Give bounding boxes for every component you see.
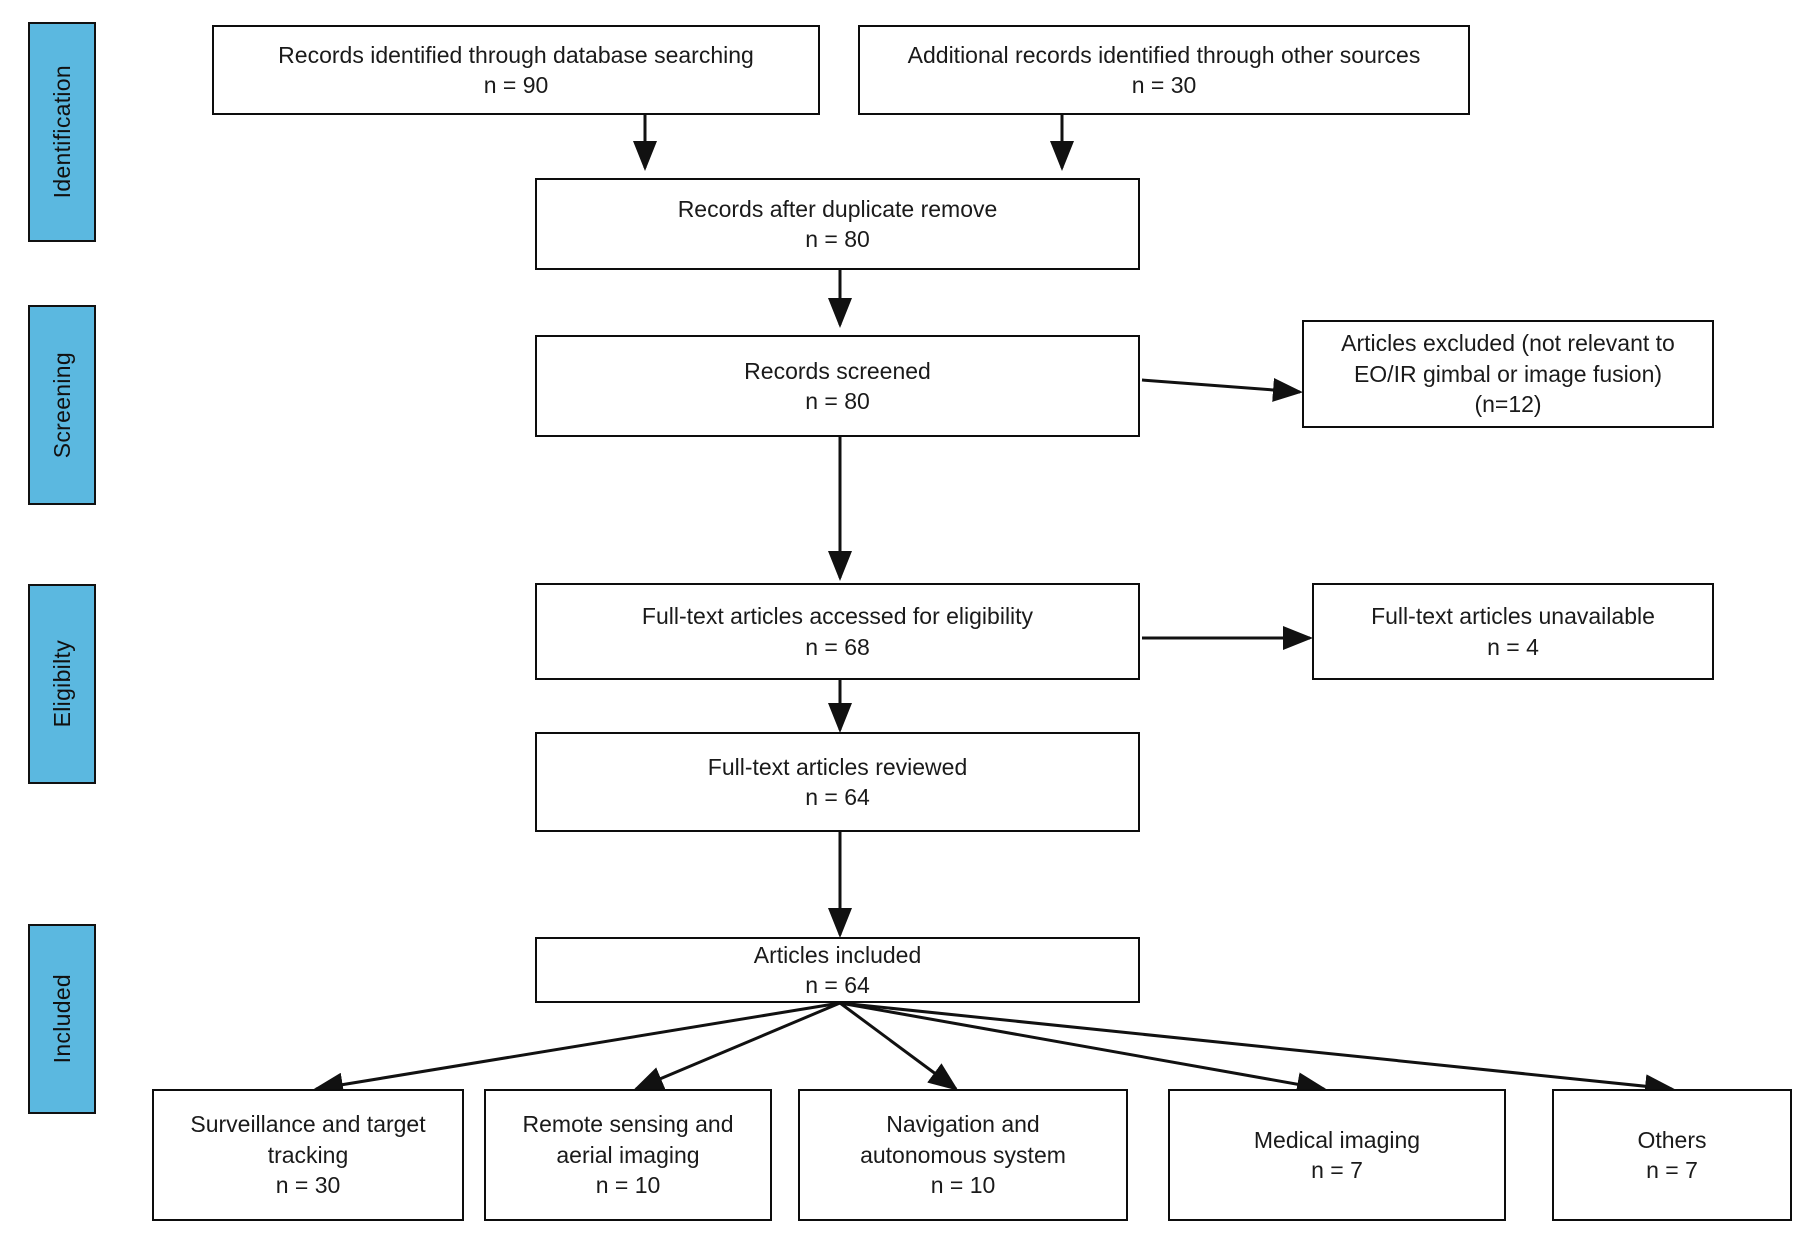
category-count: n = 10 [930,1172,996,1199]
phase-screening: Screening [28,305,96,505]
phase-identification-label: Identification [48,65,75,199]
node-line: Additional records identified through ot… [907,41,1421,68]
node-count: n = 64 [805,784,870,810]
arrow-included-to-surveillance [313,1001,841,1097]
category-line: aerial imaging [556,1141,700,1168]
category-line: Remote sensing and [522,1111,734,1138]
category-line: Others [1637,1126,1707,1153]
phase-eligibility-label: Eligibilty [48,640,75,728]
node-fulltext-accessed-eligibility: Full-text articles accessed for eligibil… [535,583,1140,680]
category-box-medical-imaging: Medical imaging n = 7 [1168,1089,1506,1221]
category-line: tracking [267,1141,349,1168]
arrow-included-to-others [839,1001,1675,1099]
node-line: Full-text articles accessed for eligibil… [641,603,1034,630]
arrow-included-to-remote-sensing [633,1001,841,1091]
node-line: Articles excluded (not relevant to [1341,330,1675,357]
phase-included-label: Included [48,974,75,1064]
node-count: n = 90 [483,72,549,98]
category-box-surveillance: Surveillance and target tracking n = 30 [152,1089,464,1221]
node-records-database-searching: Records identified through database sear… [212,25,820,115]
node-count: n = 68 [805,633,870,660]
node-count: n = 80 [805,226,870,252]
category-box-navigation: Navigation and autonomous system n = 10 [798,1089,1128,1221]
node-fulltext-reviewed: Full-text articles reviewed n = 64 [535,732,1140,832]
category-box-others: Others n = 7 [1552,1089,1792,1221]
node-line: Articles included [753,941,922,968]
category-count: n = 7 [1311,1157,1363,1183]
category-line: autonomous system [860,1141,1066,1168]
category-count: n = 30 [275,1172,341,1199]
arrow-included-to-navigation [839,1001,959,1091]
node-count: n = 64 [805,972,870,998]
node-line: Full-text articles unavailable [1371,603,1655,630]
node-count: (n=12) [1474,391,1542,418]
node-line: Full-text articles reviewed [707,753,968,780]
phase-identification: Identification [28,22,96,242]
node-additional-records-other-sources: Additional records identified through ot… [858,25,1470,115]
category-count: n = 7 [1646,1157,1698,1183]
category-line: Navigation and [886,1111,1040,1138]
node-line: Records after duplicate remove [677,195,998,222]
node-line: Records identified through database sear… [278,41,754,68]
category-count: n = 10 [595,1172,661,1199]
node-records-screened: Records screened n = 80 [535,335,1140,437]
phase-included: Included [28,924,96,1114]
node-articles-included: Articles included n = 64 [535,937,1140,1003]
node-fulltext-unavailable: Full-text articles unavailable n = 4 [1312,583,1714,680]
node-count: n = 80 [805,388,870,414]
node-line: EO/IR gimbal or image fusion) [1353,360,1663,387]
category-box-remote-sensing: Remote sensing and aerial imaging n = 10 [484,1089,772,1221]
node-count: n = 30 [1131,72,1197,98]
node-count: n = 4 [1487,633,1539,660]
phase-screening-label: Screening [48,351,75,459]
arrow-screened-to-excluded [1141,377,1303,402]
node-records-after-duplicate-remove: Records after duplicate remove n = 80 [535,178,1140,270]
arrow-included-to-medical-imaging [839,1001,1327,1097]
phase-eligibility: Eligibilty [28,584,96,784]
node-articles-excluded: Articles excluded (not relevant to EO/IR… [1302,320,1714,428]
category-line: Surveillance and target [190,1111,426,1138]
category-line: Medical imaging [1253,1126,1421,1153]
node-line: Records screened [744,357,931,384]
